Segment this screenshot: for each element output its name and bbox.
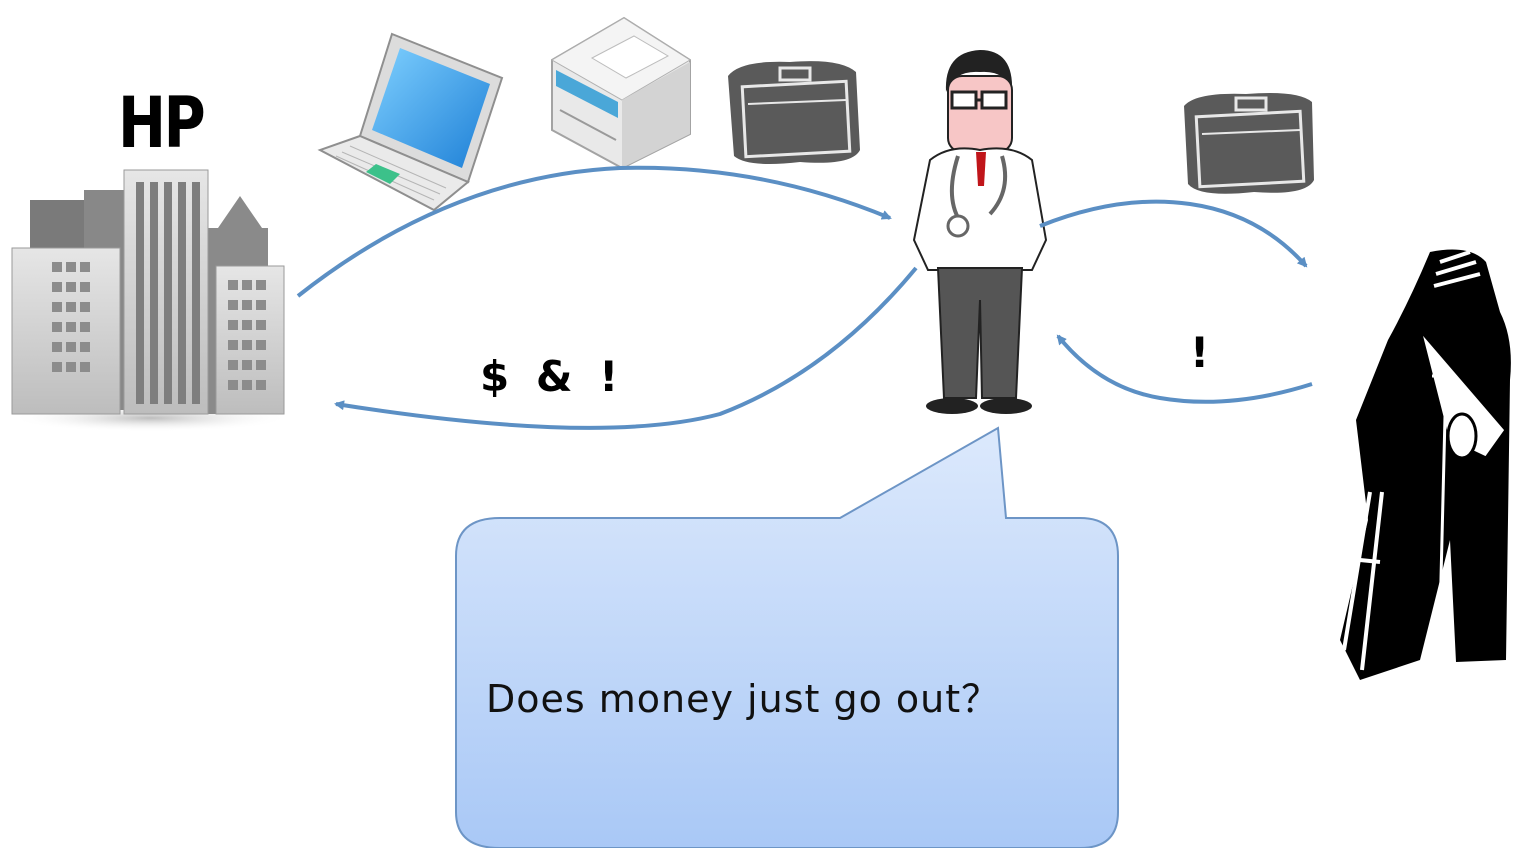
doctor-icon — [912, 50, 1048, 414]
printer-icon — [551, 16, 691, 170]
hp-return-label: $ & ! — [480, 352, 625, 401]
hospital-building-icon — [10, 169, 290, 432]
arrow-patient-to-doctor — [1056, 334, 1313, 404]
briefcase-icon — [1184, 93, 1314, 194]
laptop-icon — [317, 32, 504, 212]
arrow-doctor-to-hp — [334, 266, 918, 430]
arrow-hp-to-doctor — [296, 165, 892, 298]
briefcase-icon — [728, 61, 860, 164]
patient-return-label: ! — [1190, 328, 1210, 377]
hospital-label: HP — [118, 82, 206, 164]
arrow-doctor-to-patient — [1039, 199, 1308, 268]
speech-bubble — [455, 426, 1119, 848]
speech-bubble-text: Does money just go out？ — [486, 677, 1001, 721]
injured-patient-icon — [1340, 249, 1511, 701]
